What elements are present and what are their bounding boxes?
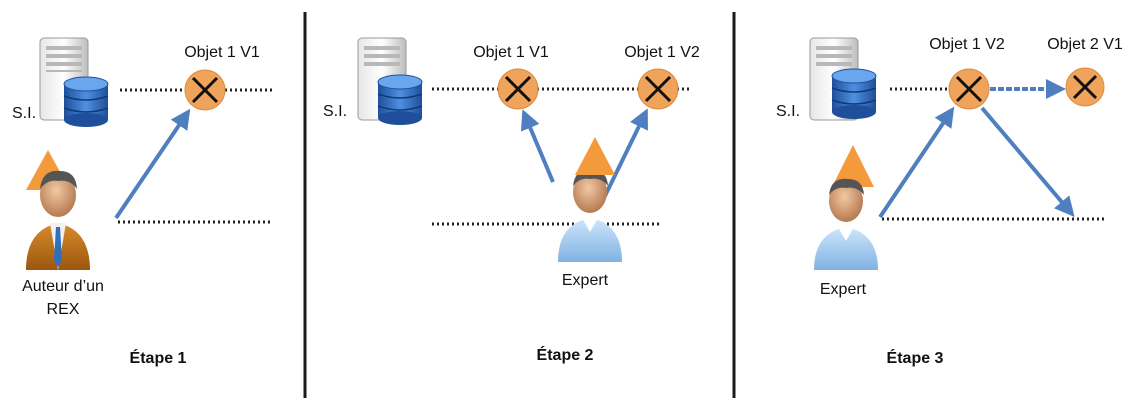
arrow-icon	[980, 106, 1075, 218]
server-database-icon	[39, 37, 109, 127]
actor-label: Expert	[819, 281, 867, 298]
object-x-icon	[184, 69, 226, 111]
object-label: Objet 1 V1	[473, 44, 549, 61]
object-x-icon	[948, 68, 990, 110]
system-label: S.I.	[323, 103, 348, 120]
object-label: Objet 1 V1	[184, 44, 260, 61]
arrow-icon	[520, 109, 555, 183]
system-label: S.I.	[776, 103, 801, 120]
object-label: Objet 2 V1	[1047, 36, 1123, 53]
object-x-icon	[1065, 67, 1105, 107]
step-label: Étape 3	[886, 350, 944, 367]
actor-label-line1: Auteur d’un	[22, 278, 104, 295]
arrow-icon	[601, 108, 648, 201]
server-database-icon	[357, 37, 423, 125]
object-x-icon	[637, 68, 679, 110]
actor-label: Expert	[561, 272, 609, 289]
step-label: Étape 1	[129, 350, 187, 367]
arrow-icon	[878, 106, 955, 219]
server-database-icon	[809, 37, 877, 121]
crescent-icon	[1066, 178, 1103, 252]
triangle-icon	[832, 145, 874, 187]
triangle-icon	[575, 137, 615, 175]
person-icon	[814, 178, 878, 270]
person-icon	[26, 170, 90, 270]
object-label: Objet 1 V2	[929, 36, 1005, 53]
step-label: Étape 2	[536, 347, 594, 364]
actor-label-line2: REX	[46, 301, 80, 318]
object-label: Objet 1 V2	[624, 44, 700, 61]
system-label: S.I.	[12, 105, 37, 122]
object-x-icon	[497, 68, 539, 110]
arrow-icon	[114, 108, 191, 220]
